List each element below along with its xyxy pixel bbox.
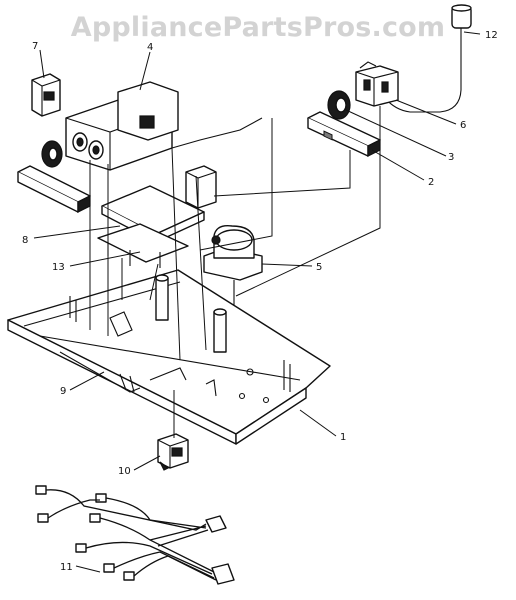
watermark-text: AppliancePartsPros.com [70, 12, 446, 43]
callout-11: 11 [60, 562, 73, 573]
part-7-cover [31, 73, 61, 117]
part-9-rail [59, 351, 141, 393]
part-bracket-left [17, 165, 91, 213]
assembly-guide-lines [89, 106, 381, 438]
part-10-switch [157, 433, 189, 471]
callout-8: 8 [22, 235, 28, 246]
callout-10: 10 [118, 466, 131, 477]
callout-5: 5 [316, 262, 322, 273]
part-12-bulb [384, 4, 472, 113]
callout-7: 7 [32, 41, 38, 52]
part-knob-left [41, 140, 63, 168]
callout-4: 4 [147, 42, 153, 53]
part-4-control-housing [65, 81, 263, 171]
callout-3: 3 [448, 152, 454, 163]
callout-13: 13 [52, 262, 65, 273]
callout-1: 1 [340, 432, 346, 443]
part-11-wire-harness [35, 485, 235, 585]
part-1-base-tray [7, 269, 331, 445]
callout-6: 6 [460, 120, 466, 131]
part-6-thermostat [355, 61, 399, 107]
part-clip [185, 165, 217, 209]
callout-leaders [33, 31, 481, 573]
part-2-bracket [307, 111, 381, 157]
callout-12: 12 [485, 30, 498, 41]
callout-2: 2 [428, 177, 434, 188]
part-5-damper-motor [203, 225, 263, 340]
callout-9: 9 [60, 386, 66, 397]
part-3-knob [327, 90, 351, 120]
